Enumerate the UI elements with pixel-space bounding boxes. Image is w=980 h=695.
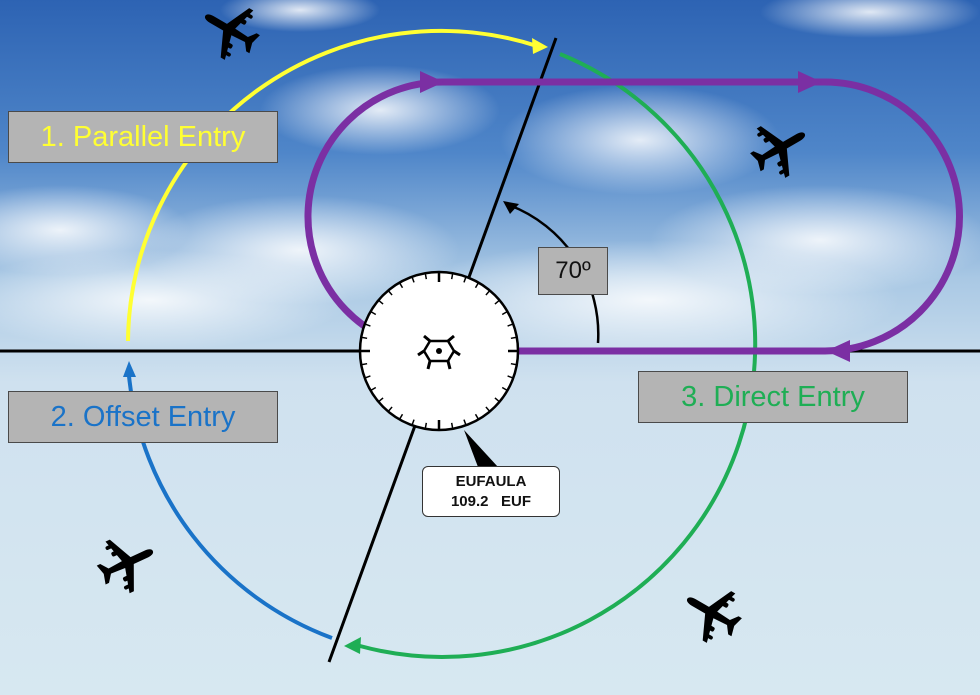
parallel-entry-arc bbox=[126, 28, 538, 342]
compass-tick bbox=[510, 362, 517, 366]
compass-tick bbox=[510, 336, 517, 340]
compass-tick bbox=[485, 290, 491, 296]
angle-arrowhead bbox=[503, 201, 519, 214]
vor-symbol-icon bbox=[417, 334, 461, 370]
compass-tick bbox=[361, 362, 368, 366]
compass-tick bbox=[398, 282, 404, 289]
compass-tick bbox=[370, 310, 377, 316]
angle-label: 70º bbox=[538, 247, 608, 295]
compass-ticks bbox=[360, 272, 518, 430]
compass-tick bbox=[364, 375, 371, 379]
holding-racetrack bbox=[304, 78, 963, 355]
offset-entry-label: 2. Offset Entry bbox=[8, 391, 278, 443]
hold-arrowhead-3 bbox=[826, 340, 850, 362]
compass-tick bbox=[507, 323, 514, 327]
compass-tick bbox=[364, 323, 371, 327]
direct-entry-label: 3. Direct Entry bbox=[638, 371, 908, 423]
compass-tick bbox=[450, 422, 454, 429]
compass-tick bbox=[387, 290, 393, 296]
compass-tick bbox=[485, 406, 491, 412]
hold-arrowhead-2 bbox=[798, 71, 822, 93]
compass-tick bbox=[463, 276, 467, 283]
vor-callout-pointer bbox=[464, 430, 498, 467]
compass-tick bbox=[463, 419, 467, 426]
compass-tick bbox=[501, 386, 508, 392]
compass-tick bbox=[494, 299, 500, 305]
compass-tick bbox=[361, 336, 368, 340]
compass-tick bbox=[501, 310, 508, 316]
compass-tick bbox=[387, 406, 393, 412]
direct-entry-arc bbox=[359, 52, 758, 659]
compass-tick bbox=[507, 375, 514, 379]
vor-info-box: EUFAULA 109.2 EUF bbox=[422, 466, 560, 517]
vor-name: EUFAULA bbox=[455, 472, 527, 490]
compass-tick bbox=[474, 413, 480, 420]
compass-tick bbox=[474, 282, 480, 289]
compass-tick bbox=[424, 422, 428, 429]
compass-tick bbox=[398, 413, 404, 420]
compass-tick bbox=[370, 386, 377, 392]
compass-tick bbox=[411, 276, 415, 283]
compass-tick bbox=[424, 273, 428, 280]
direct-entry-arrowhead bbox=[344, 637, 361, 654]
compass-tick bbox=[494, 397, 500, 403]
hold-arrowhead-1 bbox=[420, 71, 444, 93]
compass-tick bbox=[411, 419, 415, 426]
compass-tick bbox=[450, 273, 454, 280]
compass-tick bbox=[378, 299, 384, 305]
vor-frequency-ident: 109.2 EUF bbox=[450, 492, 532, 510]
offset-entry-arrowhead bbox=[123, 361, 136, 377]
compass-tick bbox=[378, 397, 384, 403]
parallel-entry-arrowhead bbox=[532, 38, 548, 54]
parallel-entry-label: 1. Parallel Entry bbox=[8, 111, 278, 163]
